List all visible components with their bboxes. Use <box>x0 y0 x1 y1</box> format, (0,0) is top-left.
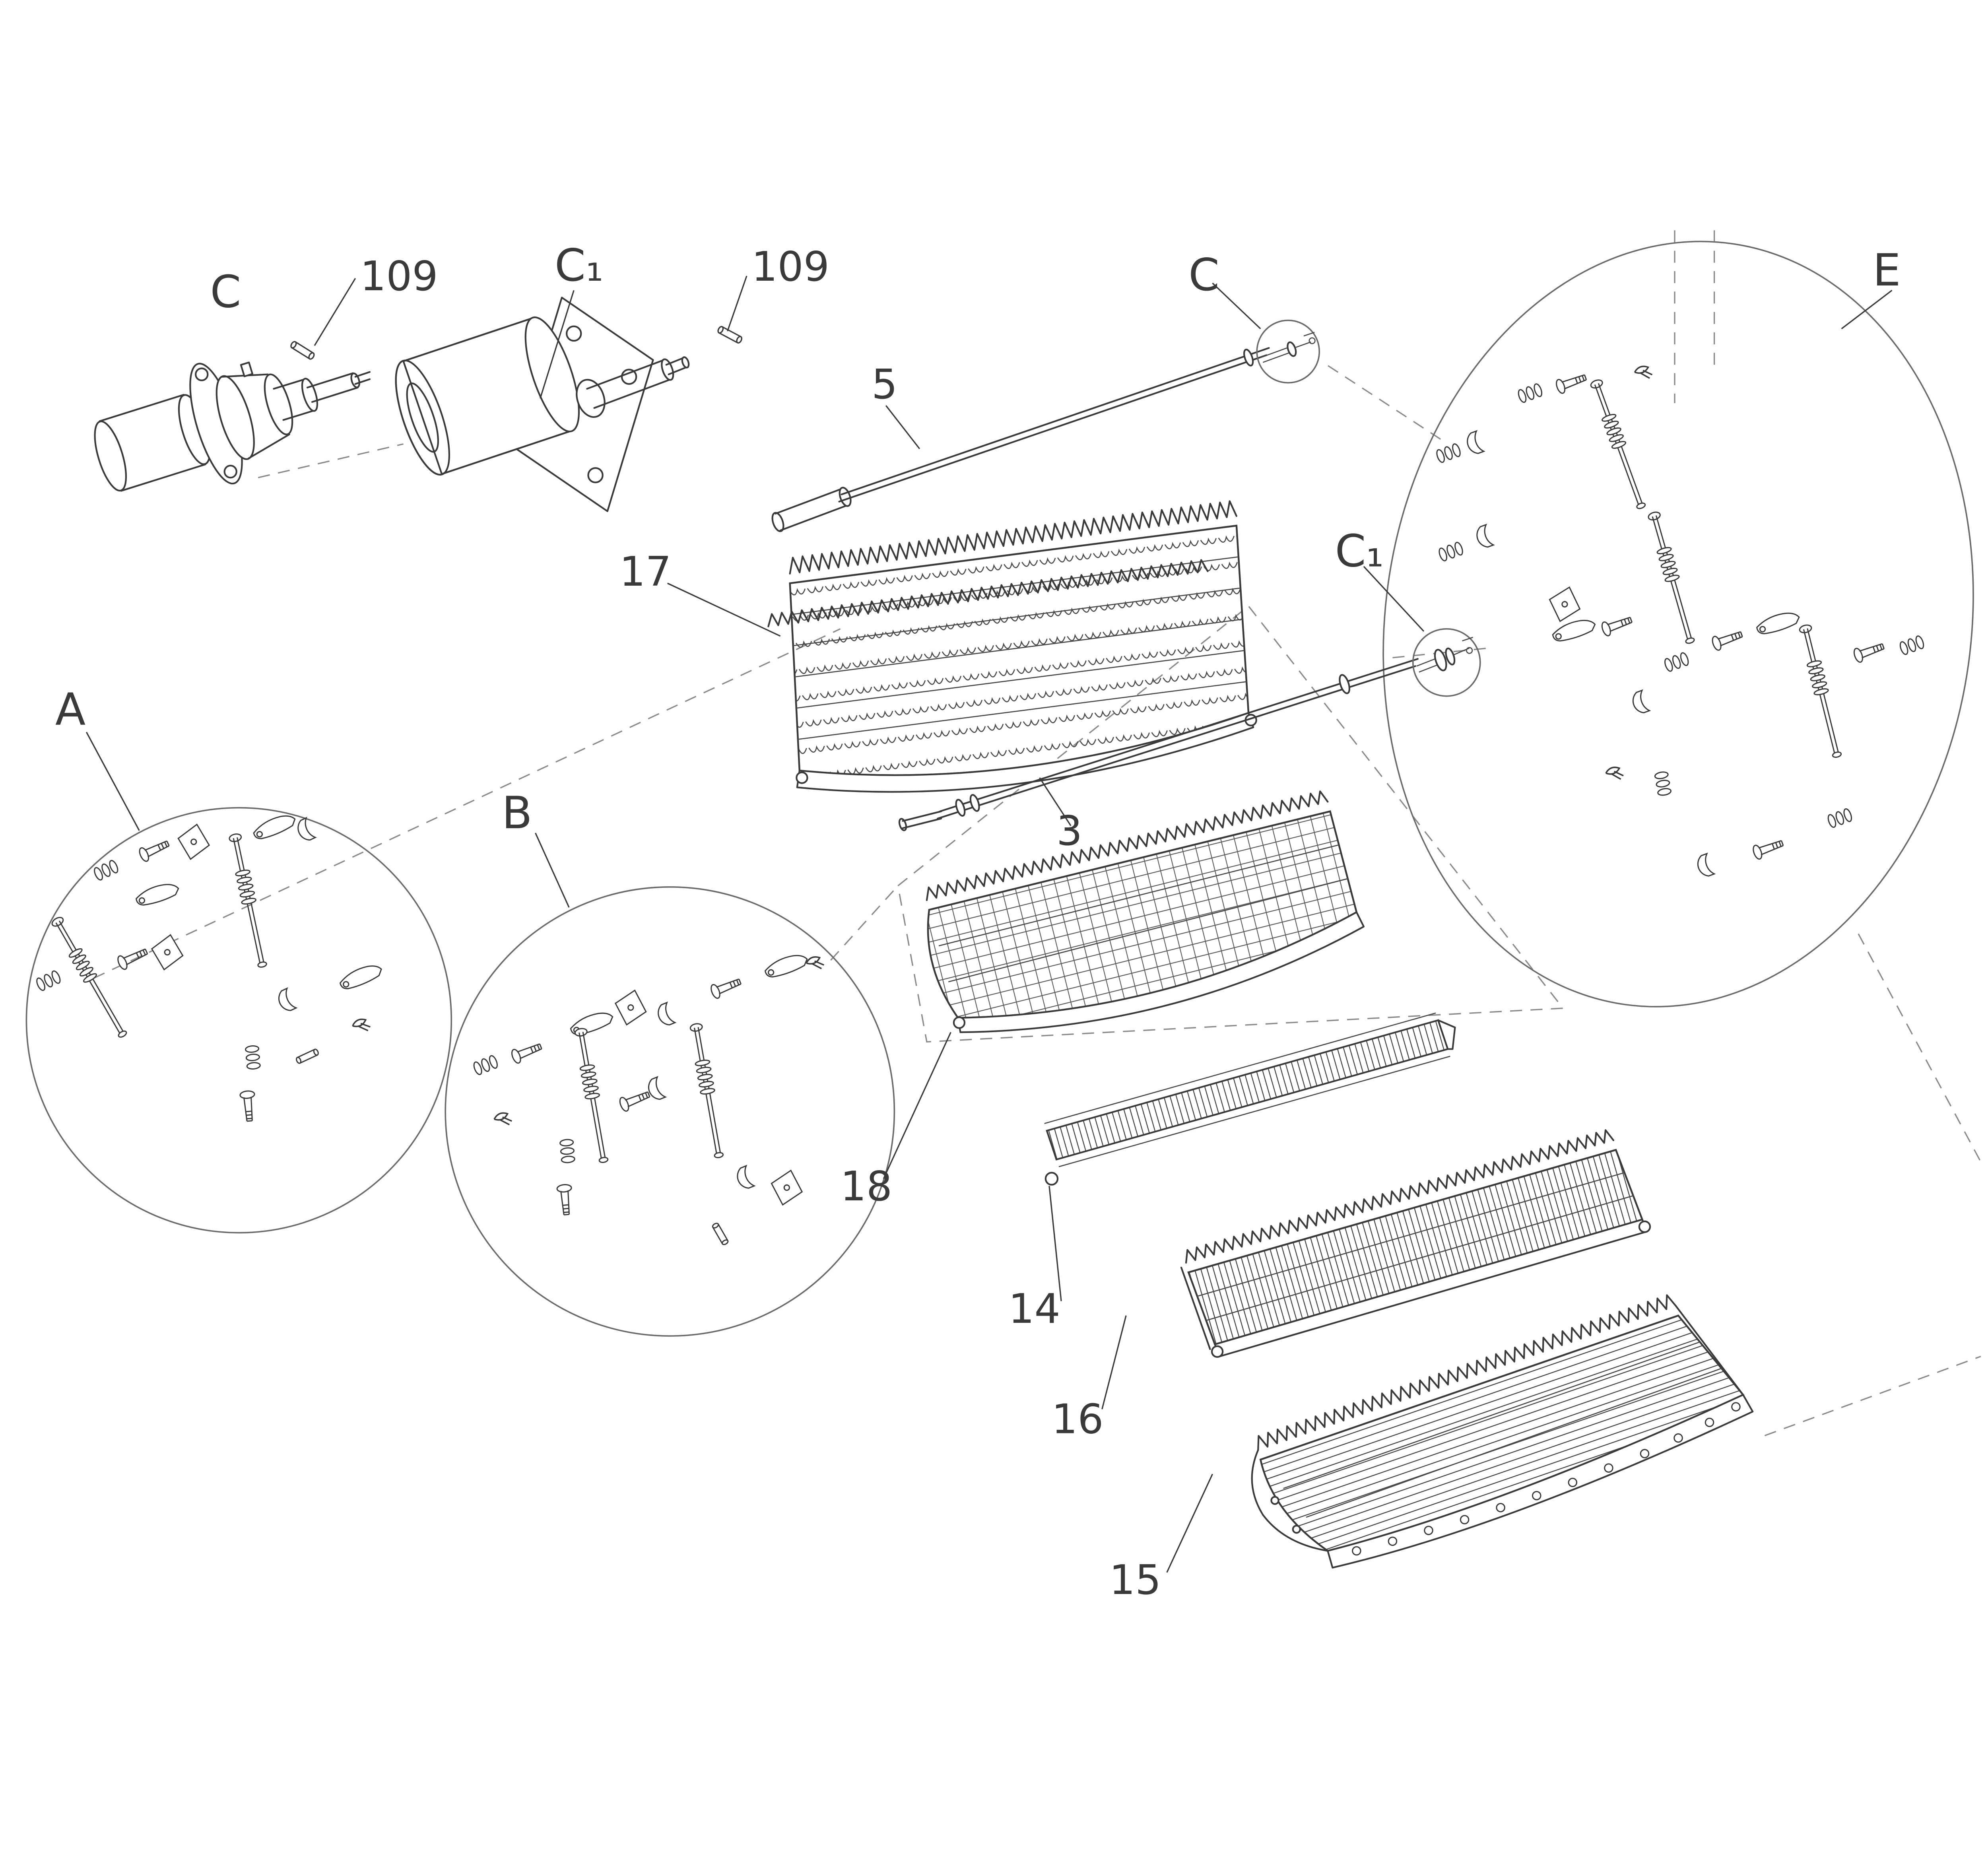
detail-circle-c1 <box>1412 628 1481 697</box>
label-detail-c: C <box>1188 249 1219 301</box>
flange-bearing-assembly-c1 <box>395 297 690 512</box>
leader-lines <box>85 276 1893 1573</box>
label-shaft-3: 3 <box>1056 808 1082 855</box>
label-detail-b: B <box>502 787 532 839</box>
finger-frame-14 <box>1044 1012 1456 1186</box>
label-detail-e: E <box>1873 245 1901 296</box>
label-shaft-5: 5 <box>872 361 897 408</box>
label-sieve-15: 15 <box>1109 1557 1161 1604</box>
label-detail-c1: C₁ <box>1335 526 1384 577</box>
detail-circle-a <box>25 807 452 1234</box>
detail-circle-b <box>445 886 895 1337</box>
bearing-assembly-c <box>94 361 371 492</box>
label-concave-17: 17 <box>619 548 672 596</box>
beater-shaft-5 <box>771 347 1270 532</box>
construction-lines <box>93 230 1982 1437</box>
middle-sieve-16 <box>1180 1129 1651 1358</box>
shaft-3 <box>898 658 1419 831</box>
label-frame-14: 14 <box>1008 1285 1060 1333</box>
callout-labels: C 109 C₁ 109 5 C 17 C₁ 3 A B E 18 14 16 … <box>55 240 1901 1604</box>
hardware-part <box>245 1045 261 1070</box>
label-pin-right: 109 <box>751 243 829 291</box>
rivet-row <box>1352 1402 1741 1556</box>
label-sieve-16: 16 <box>1052 1396 1104 1443</box>
detail-region-e <box>1382 241 1974 1008</box>
detail-circle-c <box>1256 319 1320 384</box>
label-detail-a: A <box>55 684 85 736</box>
label-pin-left: 109 <box>360 253 438 300</box>
lower-sieve-15 <box>1251 1294 1754 1569</box>
upper-sieve-18 <box>926 790 1365 1033</box>
hardware-part <box>559 1138 576 1164</box>
label-bearing-right: C₁ <box>555 240 604 291</box>
threshing-concave-17 <box>767 500 1257 793</box>
label-sieve-18: 18 <box>841 1163 893 1210</box>
label-bearing-left: C <box>210 266 241 318</box>
